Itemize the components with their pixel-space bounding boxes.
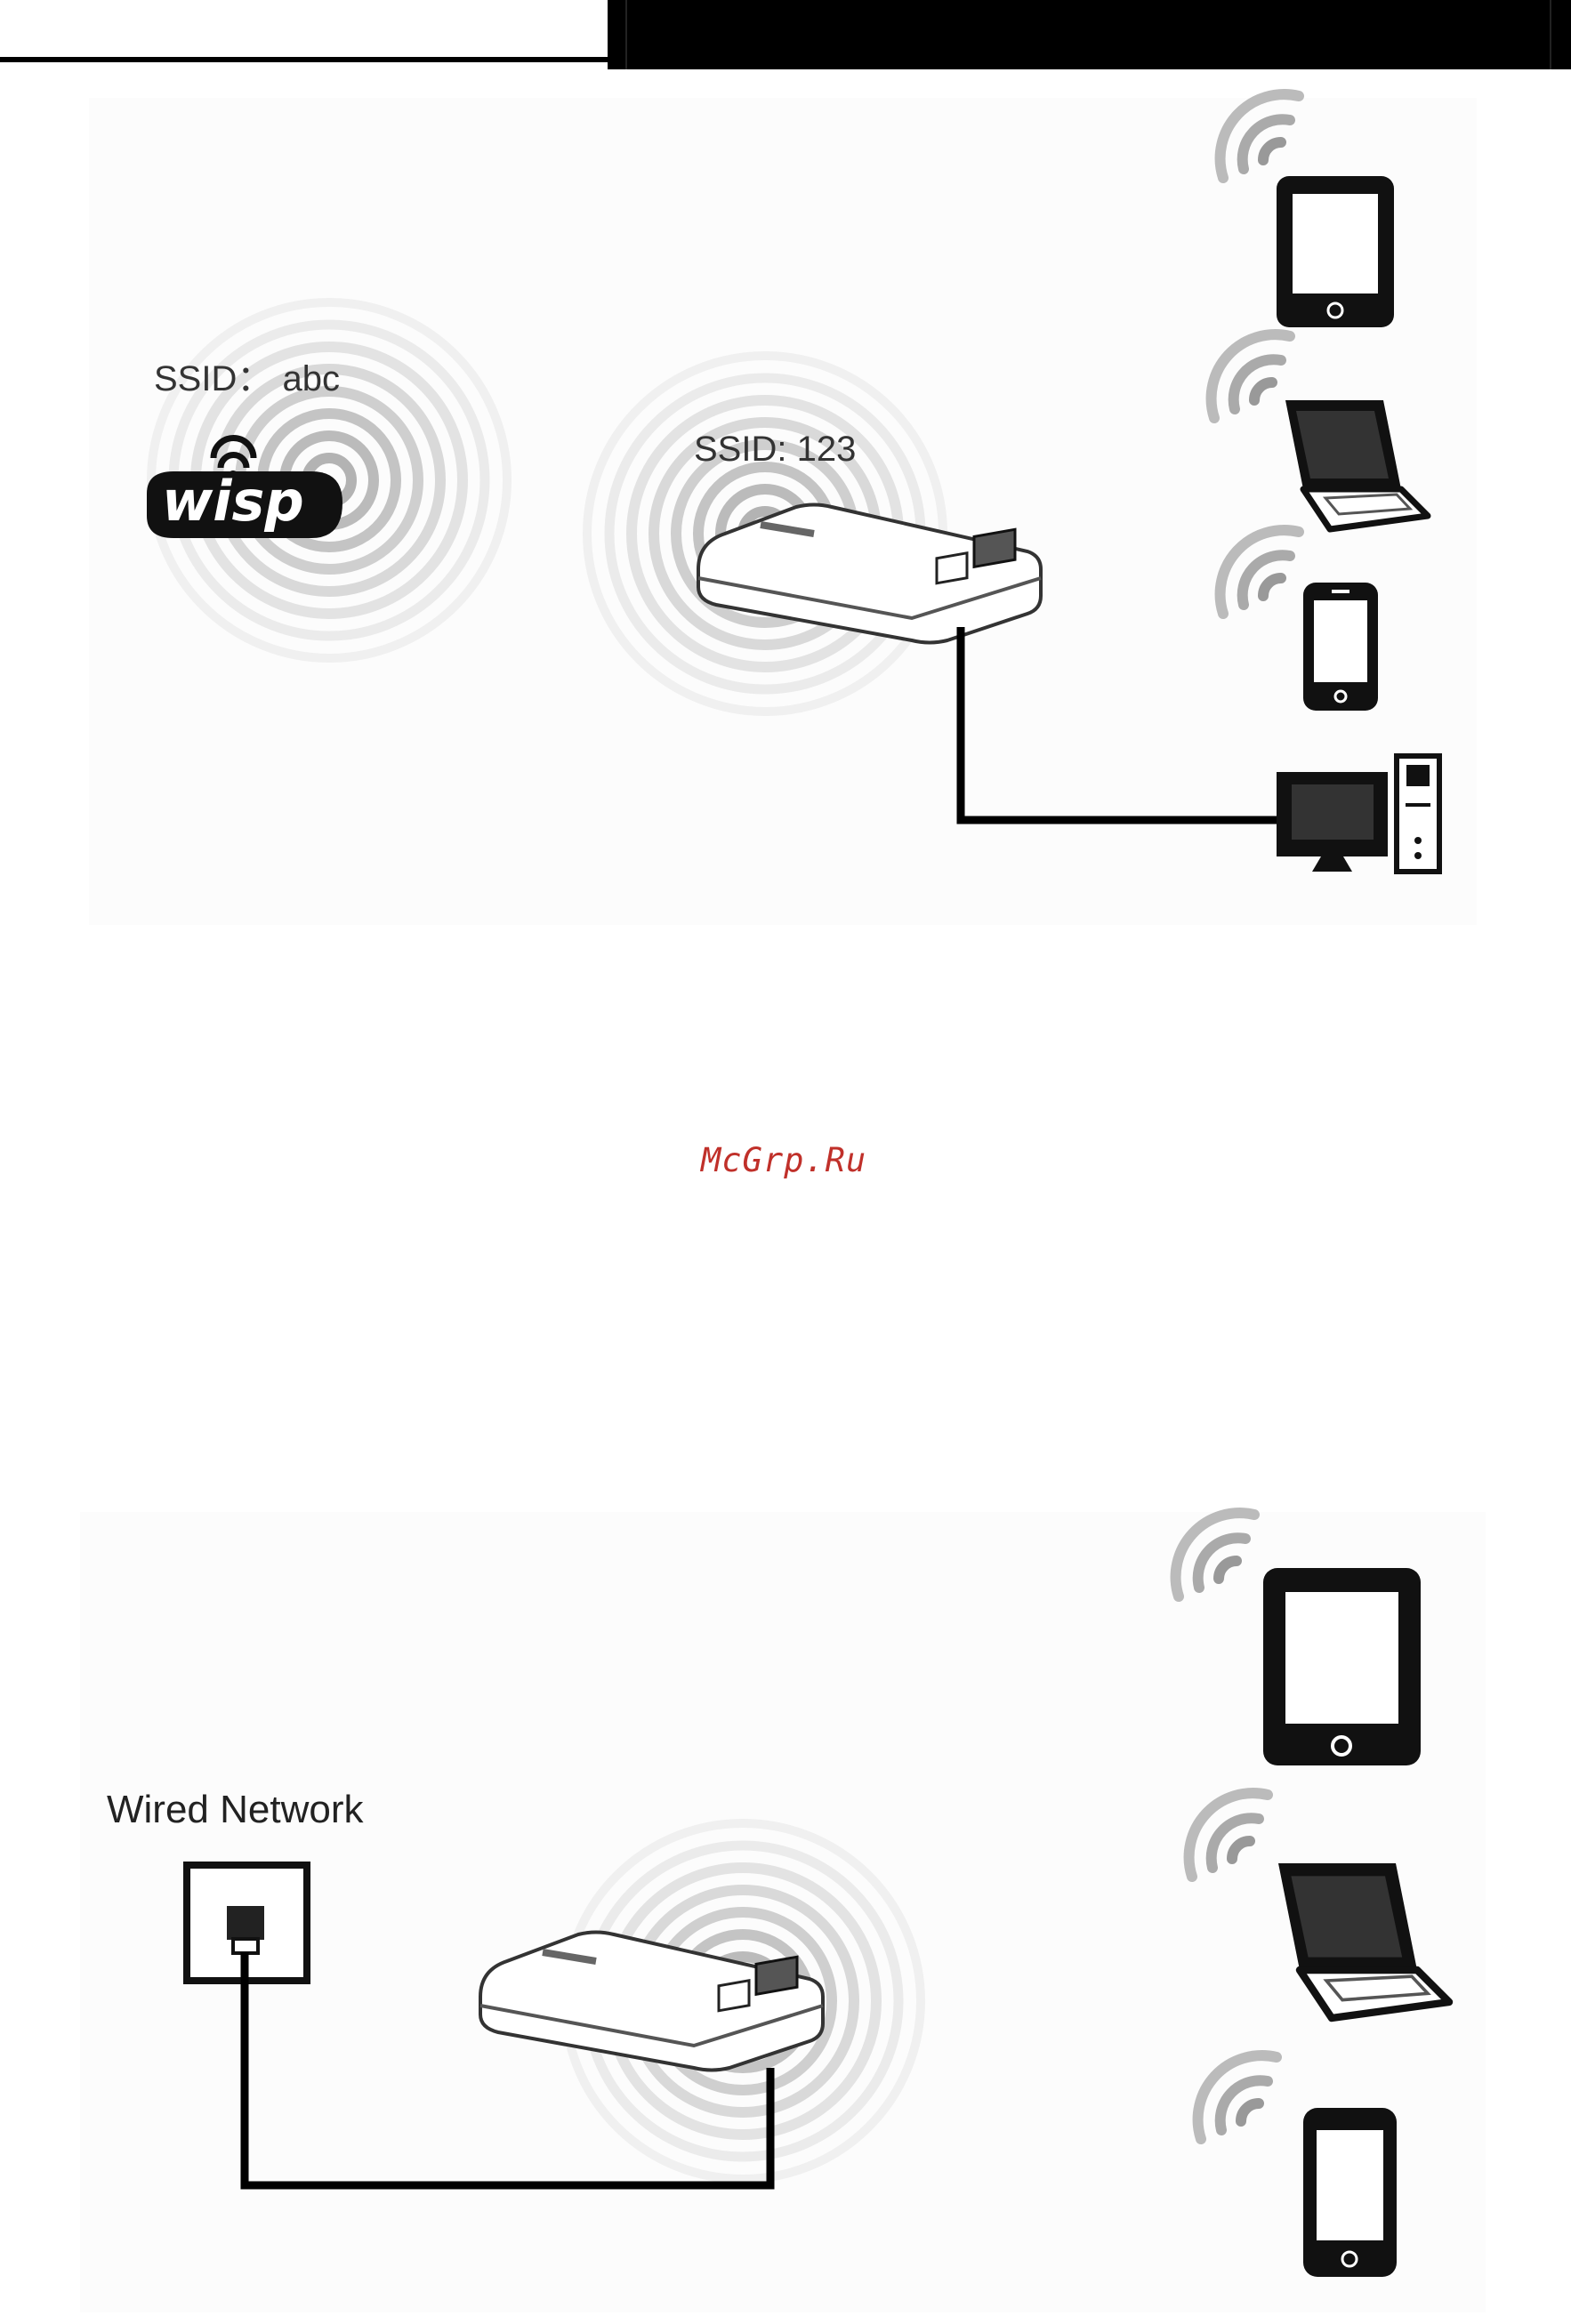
tablet-icon: [1277, 176, 1394, 327]
wisp-ssid-label: SSID： abc: [154, 350, 340, 401]
wifi-icon: [1176, 1513, 1254, 1596]
wifi-icon: [1198, 2055, 1277, 2139]
wired-network-label: Wired Network: [107, 1788, 364, 1832]
tablet-icon: [1263, 1568, 1421, 1765]
desktop-pc-icon: [1277, 756, 1439, 872]
wifi-icon: [1221, 530, 1299, 614]
wifi-icon: [1212, 334, 1290, 418]
wisp-logo-text: wisp: [162, 469, 304, 534]
smartphone-icon: [1303, 2108, 1397, 2277]
wifi-icon: [1221, 94, 1299, 178]
travel-router-bottom: [480, 1933, 823, 2071]
router-ssid-label: SSID: 123: [694, 430, 856, 470]
watermark: McGrp.Ru: [701, 1141, 866, 1179]
laptop-icon: [1278, 1863, 1449, 2018]
ethernet-cable-top: [961, 627, 1281, 820]
laptop-icon: [1285, 400, 1428, 529]
wifi-icon: [1189, 1793, 1268, 1877]
smartphone-icon: [1303, 583, 1378, 711]
